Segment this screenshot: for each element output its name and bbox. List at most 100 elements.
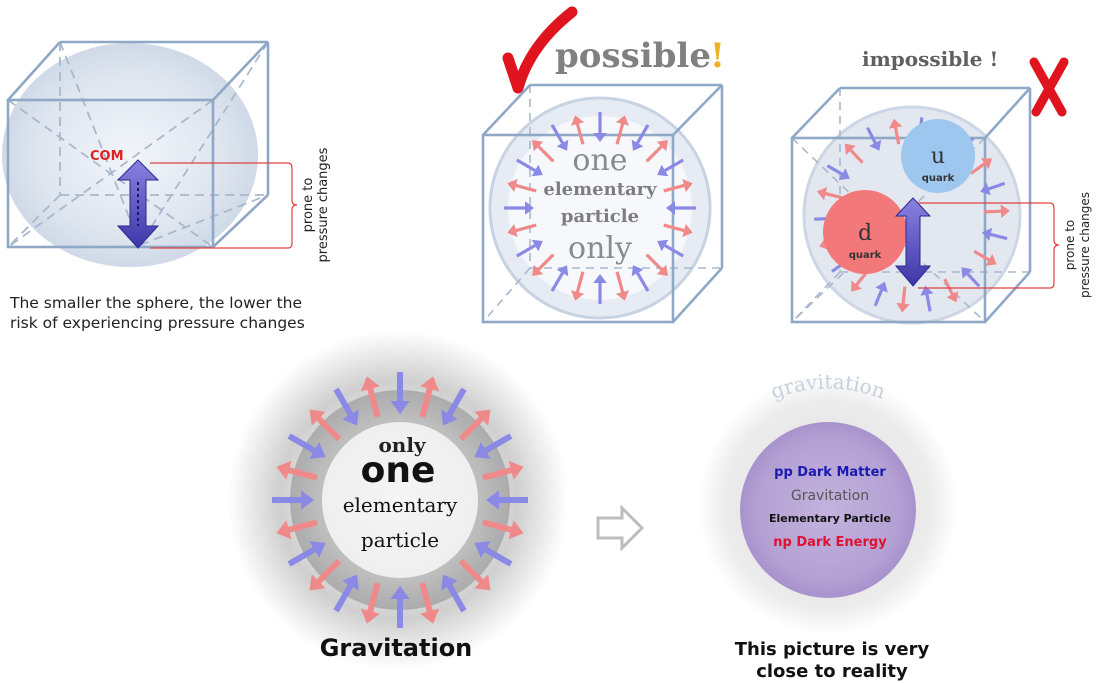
- outward-arrow-icon: [532, 253, 555, 276]
- outward-arrow-icon: [276, 519, 318, 540]
- outward-arrow-icon: [645, 140, 668, 163]
- u-quark-letter: u: [931, 144, 945, 169]
- outward-arrow-icon: [663, 179, 693, 193]
- outward-arrow-icon: [844, 143, 864, 164]
- inward-arrow-icon: [441, 574, 467, 613]
- inward-arrow-icon: [980, 181, 1006, 196]
- inward-arrow-icon: [593, 112, 607, 142]
- outward-arrow-icon: [482, 519, 524, 540]
- pressure-bracket: [150, 162, 298, 249]
- inward-arrow-icon: [631, 265, 650, 292]
- prone-label-left: prone to pressure changes: [301, 147, 331, 262]
- inward-arrow-icon: [631, 124, 650, 151]
- outward-arrow-icon: [663, 223, 693, 237]
- com-double-arrow: [116, 159, 160, 249]
- inward-arrow-icon: [272, 490, 314, 510]
- outward-arrow-icon: [571, 271, 585, 301]
- outward-arrow-icon: [816, 187, 843, 201]
- impossible-heading: impossible !: [862, 47, 998, 71]
- outward-arrow-icon: [571, 115, 585, 145]
- possible-text-particle: particle: [561, 206, 639, 227]
- outward-arrow-icon: [458, 558, 491, 591]
- gravitation-caption: Gravitation: [320, 634, 473, 662]
- impossible-double-arrow: [894, 197, 932, 287]
- inward-arrow-icon: [287, 541, 326, 567]
- inward-arrow-icon: [474, 541, 513, 567]
- gravitation-text-particle: particle: [361, 528, 439, 552]
- inward-arrow-icon: [666, 201, 696, 215]
- u-quark-circle: [901, 119, 975, 193]
- inward-arrow-icon: [333, 574, 359, 613]
- inward-arrow-icon: [920, 285, 934, 312]
- inward-arrow-icon: [961, 267, 981, 288]
- outward-arrow-icon: [983, 204, 1010, 218]
- cross-icon: [1029, 57, 1069, 117]
- prone-right-line2: pressure changes: [1078, 192, 1092, 298]
- outward-arrow-icon: [458, 409, 491, 442]
- inward-arrow-icon: [657, 158, 684, 177]
- outward-arrow-icon: [532, 140, 555, 163]
- gravitation-pressure-arrows: [272, 372, 528, 628]
- prone-label-right: prone to pressure changes: [1063, 192, 1092, 298]
- inward-arrow-icon: [333, 387, 359, 426]
- outward-arrow-icon: [482, 460, 524, 481]
- caption-line1: The smaller the sphere, the lower the: [9, 294, 302, 312]
- panel-possible: possible ! one elementary particle only: [481, 6, 725, 324]
- impossible-bracket: [918, 202, 1060, 289]
- outward-arrow-icon: [973, 249, 997, 266]
- inward-arrow-icon: [486, 490, 528, 510]
- panel-cube-com: COM prone to pressure changes The smalle…: [2, 40, 331, 332]
- prone-label-line1: prone to: [301, 178, 316, 233]
- com-label: COM: [90, 149, 124, 164]
- inward-arrow-icon: [550, 265, 569, 292]
- cube-hidden-edges: [7, 41, 269, 248]
- outward-arrow-icon: [888, 118, 903, 145]
- outward-arrow-icon: [507, 223, 537, 237]
- inward-arrow-icon: [981, 227, 1008, 241]
- inward-arrow-icon: [516, 158, 543, 177]
- outward-arrow-icon: [419, 376, 440, 418]
- d-quark-letter: d: [858, 221, 872, 246]
- outward-arrow-icon: [360, 376, 381, 418]
- possible-exclamation: !: [710, 36, 725, 76]
- inward-arrow-icon: [287, 433, 326, 459]
- inward-arrow-icon: [474, 433, 513, 459]
- gravitation-text-only: only: [378, 433, 426, 457]
- u-quark-label: quark: [922, 173, 955, 184]
- reality-caption-line2: close to reality: [756, 661, 908, 682]
- outward-arrow-icon: [896, 286, 910, 313]
- inward-arrow-icon: [390, 586, 410, 628]
- inward-arrow-icon: [390, 372, 410, 414]
- outward-arrow-icon: [969, 158, 993, 175]
- gravitation-text-one: one: [361, 450, 436, 491]
- inward-arrow-icon: [593, 274, 607, 304]
- inward-arrow-icon: [550, 124, 569, 151]
- reality-line-dark-energy: np Dark Energy: [773, 535, 887, 550]
- inward-arrow-icon: [441, 387, 467, 426]
- transition-arrow-icon: [596, 504, 645, 552]
- gravitation-text-elementary: elementary: [343, 493, 458, 517]
- possible-text-one: one: [572, 143, 627, 178]
- panel-impossible: impossible ! u quark d quark: [790, 47, 1092, 325]
- possible-text-elementary: elementary: [543, 179, 657, 200]
- inward-arrow-icon: [657, 239, 684, 258]
- outward-arrow-icon: [360, 582, 381, 624]
- panel-reality: gravitation pp Dark Matter Gravitation E…: [698, 369, 958, 682]
- reality-purple-sphere: [740, 422, 916, 598]
- possible-pressure-arrows: [504, 112, 696, 304]
- outward-arrow-icon: [851, 270, 869, 292]
- impossible-cube-edges: [790, 86, 1032, 324]
- caption-line2: risk of experiencing pressure changes: [10, 314, 305, 332]
- outward-arrow-icon: [943, 278, 959, 303]
- possible-sphere-core: [508, 116, 692, 300]
- outward-arrow-icon: [615, 115, 629, 145]
- outward-arrow-icon: [309, 558, 342, 591]
- prone-label-line2: pressure changes: [316, 147, 331, 262]
- inward-arrow-icon: [516, 239, 543, 258]
- possible-heading: possible: [555, 36, 711, 76]
- panel-gravitation: only one elementary particle Gravitation: [228, 330, 568, 670]
- d-quark-circle: [823, 190, 907, 274]
- check-mark-icon: [502, 6, 578, 94]
- outward-arrow-icon: [309, 409, 342, 442]
